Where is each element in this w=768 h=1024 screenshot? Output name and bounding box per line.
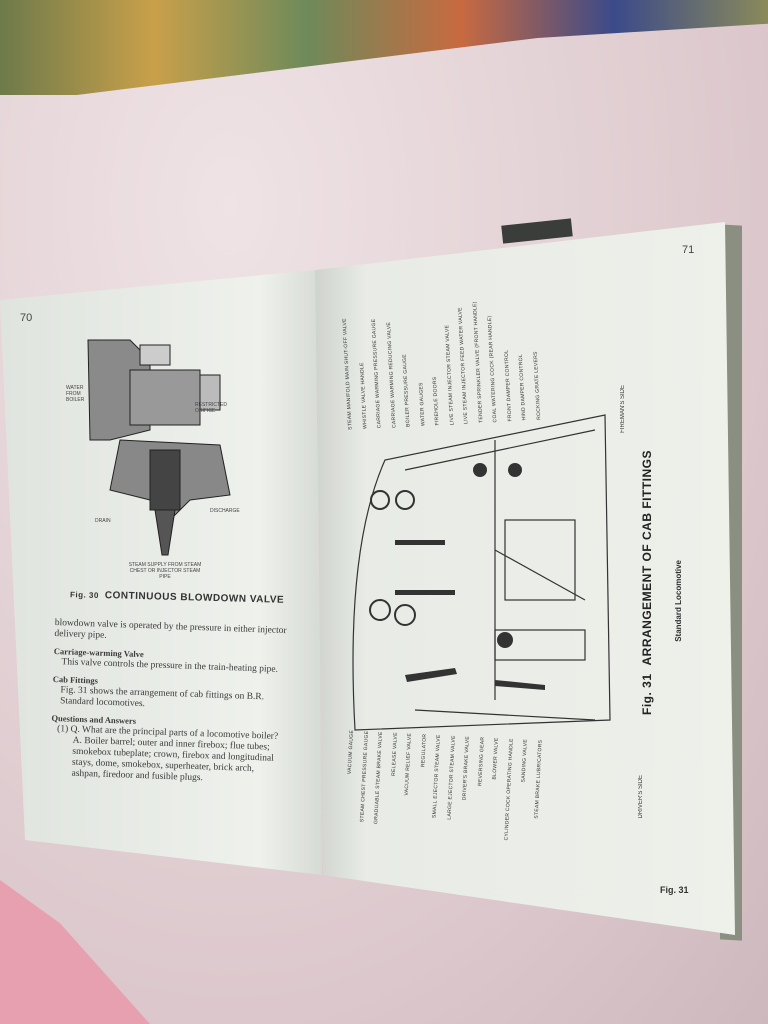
- label-drain: DRAIN: [95, 518, 111, 524]
- drivers-side-label: DRIVER'S SIDE: [638, 775, 644, 819]
- callout-label: Vacuum gauge: [346, 729, 356, 775]
- answer: A. Boiler barrel; outer and inner firebo…: [71, 735, 274, 784]
- blowdown-valve-drawing: [87, 339, 231, 556]
- right-page: [315, 222, 735, 935]
- figure-number: Fig. 31: [640, 673, 654, 716]
- callout-label: Boiler pressure gauge: [401, 353, 412, 428]
- figure-31-subtitle: Standard Locomotive: [674, 560, 683, 642]
- label-restricted-orifice: RESTRICTED ORIFICE: [195, 402, 227, 414]
- top-labels: Steam manifold main shut-off valveWhistl…: [339, 250, 551, 431]
- body-text: blowdown valve is operated by the pressu…: [49, 618, 289, 787]
- figure-number: Fig. 30: [69, 590, 99, 600]
- callout-label: Blower valve: [491, 737, 500, 780]
- label-water-from-boiler: WATER FROM BOILER: [66, 385, 85, 403]
- callout-label: Rocking grate levers: [532, 351, 542, 421]
- firemans-side-label: FIREMAN'S SIDE: [620, 385, 626, 433]
- page-number-right: 71: [682, 244, 695, 256]
- figure-31-title: Fig. 31 ARRANGEMENT OF CAB FITTINGS: [640, 450, 654, 715]
- callout-label: Sanding valve: [520, 738, 529, 783]
- figure-31-footer: Fig. 31: [660, 885, 689, 895]
- callout-label: Driver's brake valve: [461, 735, 471, 801]
- label-discharge: DISCHARGE: [210, 508, 240, 514]
- page-number-left: 70: [20, 312, 33, 324]
- label-steam-supply: STEAM SUPPLY FROM STEAM CHEST OR INJECTO…: [128, 562, 202, 580]
- cab-fittings-drawing: [352, 414, 611, 731]
- figure-title: ARRANGEMENT OF CAB FITTINGS: [640, 450, 654, 666]
- callout-label: Vacuum relief valve: [403, 732, 413, 796]
- bottom-labels: Vacuum gaugeSteam chest pressure gaugeGr…: [341, 730, 552, 890]
